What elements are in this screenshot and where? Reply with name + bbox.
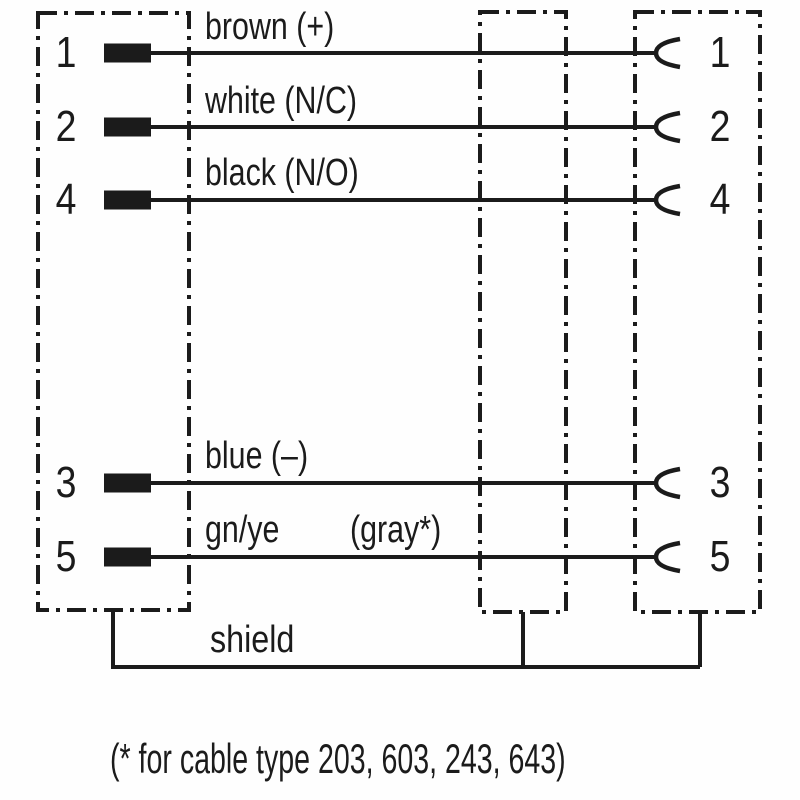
right-pin-number: 3 [709,458,731,507]
wire-label: gn/ye [205,509,280,551]
ferrule-icon [104,43,151,63]
wire-label: black (N/O) [205,152,359,194]
left-pin-number: 1 [55,28,77,77]
socket-contact-icon [653,183,681,217]
wire-label: brown (+) [205,6,335,48]
ferrule-icon [104,190,151,210]
wire-label: white (N/C) [205,80,358,122]
left-pin-number: 3 [55,458,77,507]
left-pin-number: 2 [55,102,77,151]
wire-label-note: (gray*) [350,509,442,551]
wire-label: blue (–) [205,435,309,477]
socket-contact-icon [653,110,681,144]
socket-contact-icon [653,466,681,500]
socket-contact-icon [653,540,681,574]
left-pin-number: 4 [55,175,77,224]
wire-ferrules [104,43,151,567]
wire-lines [148,51,658,559]
socket-contacts [653,36,681,574]
right-pin-number: 5 [709,532,731,581]
socket-contact-icon [653,36,681,70]
shield-bus [111,610,702,669]
ferrule-icon [104,117,151,137]
right-connector-outline [633,10,762,614]
right-pin-number: 1 [709,28,731,77]
right-pin-number: 4 [709,175,731,224]
right-pin-number: 2 [709,102,731,151]
footnote: (* for cable type 203, 603, 243, 643) [110,735,566,782]
ferrule-icon [104,473,151,493]
left-pin-number: 5 [55,532,77,581]
cable-outline [478,10,568,614]
shield-label: shield [210,619,295,661]
ferrule-icon [104,547,151,567]
